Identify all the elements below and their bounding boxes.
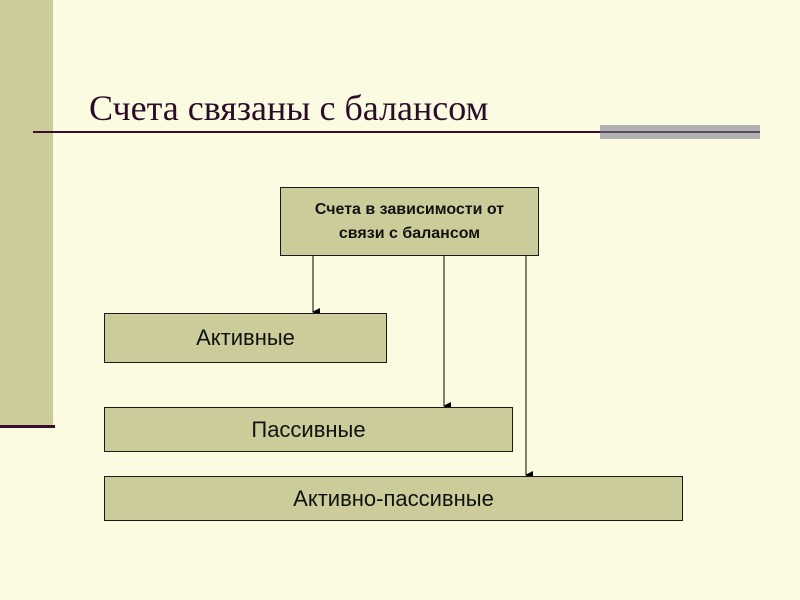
side-band-decoration <box>0 0 53 426</box>
side-band-divider <box>0 425 55 428</box>
diagram-node-active: Активные <box>104 313 387 363</box>
title-accent-line <box>600 131 760 133</box>
diagram-node-active-passive: Активно-пассивные <box>104 476 683 521</box>
diagram-root-node: Счета в зависимости от связи с балансом <box>280 187 539 256</box>
slide-title: Счета связаны с балансом <box>89 88 489 128</box>
title-underline <box>33 131 760 133</box>
diagram-node-passive: Пассивные <box>104 407 513 452</box>
